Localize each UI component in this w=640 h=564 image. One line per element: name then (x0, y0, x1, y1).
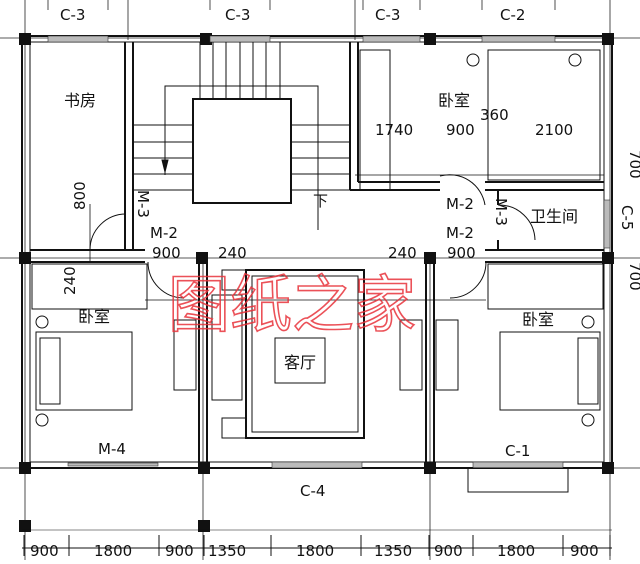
staircase (133, 42, 350, 230)
opening-labels: M-3 M-2 M-2 M-3 M-2 M-4 C-1 C-4 C-5 (98, 190, 636, 500)
bay-window-c1 (467, 467, 569, 493)
door-label: M-2 (150, 224, 178, 242)
window-label: C-3 (375, 6, 400, 24)
room-labels: 书房 卧室 卧室 卧室 客厅 卫生间 下 (64, 91, 578, 372)
dimension: 700 (626, 150, 640, 179)
dimension: 1350 (208, 542, 246, 560)
top-window-labels: C-3 C-3 C-3 C-2 (60, 6, 525, 24)
dimension: 900 (447, 244, 476, 262)
dimension: 240 (218, 244, 247, 262)
dimension: 240 (61, 266, 79, 295)
wardrobes (31, 49, 604, 310)
door-label: M-3 (134, 190, 152, 218)
dimension: 700 (626, 262, 640, 291)
dimension: 1800 (497, 542, 535, 560)
door-label: M-2 (446, 224, 474, 242)
window-label: C-2 (500, 6, 525, 24)
dimension: 900 (165, 542, 194, 560)
door-label: M-3 (492, 198, 510, 226)
inner-dimensions: 1740 900 360 2100 800 240 900 240 240 90… (61, 106, 604, 301)
door-label: M-2 (446, 195, 474, 213)
room-bedroom-left: 卧室 (78, 307, 110, 326)
window-label: C-1 (505, 442, 530, 460)
dimension: 900 (434, 542, 463, 560)
dimension: 1740 (375, 121, 413, 139)
dimension: 800 (71, 181, 89, 210)
window-label: C-4 (300, 482, 325, 500)
dimension: 900 (446, 121, 475, 139)
dimension: 1800 (94, 542, 132, 560)
room-bathroom: 卫生间 (530, 207, 578, 226)
watermark: 图纸之家 (168, 268, 416, 341)
dimension: 360 (480, 106, 509, 124)
stair-down-label: 下 (313, 192, 328, 210)
right-dimensions: 700 700 (626, 150, 640, 291)
window-label: C-5 (618, 205, 636, 230)
room-bedroom-right: 卧室 (522, 310, 554, 329)
dimension: 2100 (535, 121, 573, 139)
walls (21, 35, 613, 469)
living-furniture (173, 269, 459, 439)
dimension: 900 (152, 244, 181, 262)
window-label: C-3 (225, 6, 250, 24)
dimension: 1800 (296, 542, 334, 560)
wall-columns (19, 33, 614, 532)
dimension: 900 (30, 542, 59, 560)
beds (35, 49, 601, 427)
room-living: 客厅 (284, 353, 316, 372)
dimension: 1350 (374, 542, 412, 560)
dimension: 900 (570, 542, 599, 560)
room-study: 书房 (64, 91, 96, 110)
window-label: C-3 (60, 6, 85, 24)
dimension: 240 (388, 244, 417, 262)
room-bedroom-top: 卧室 (438, 91, 470, 110)
bottom-dimension-chain: 900 1800 900 1350 1800 1350 900 1800 900 (22, 529, 612, 560)
door-label: M-4 (98, 440, 126, 458)
